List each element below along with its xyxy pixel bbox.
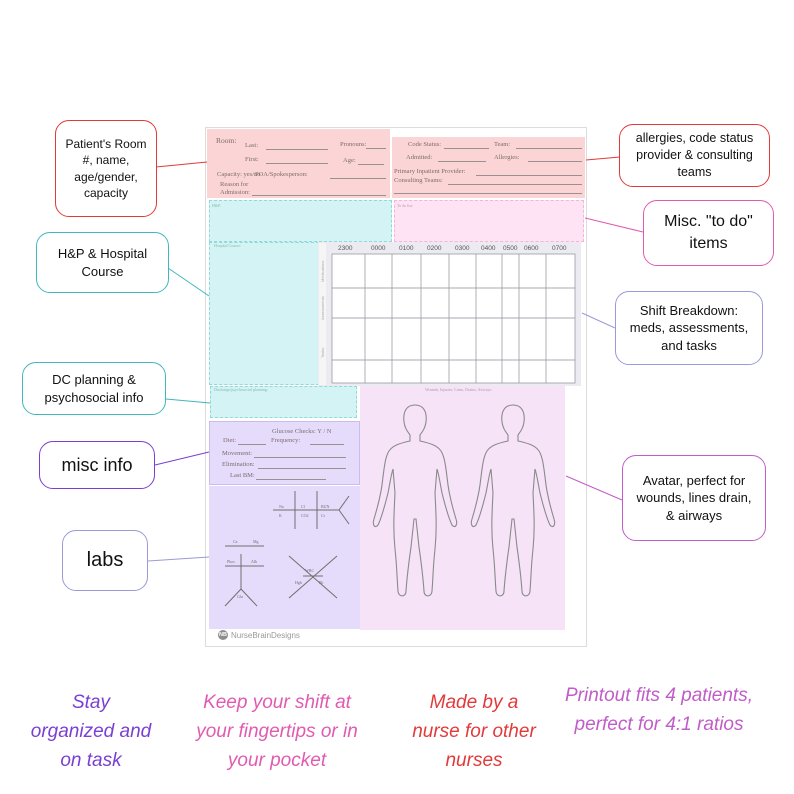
reason-label-1: Reason for (220, 181, 249, 188)
last-bm-label: Last BM: (230, 472, 255, 479)
callout-patient-info: Patient's Room #, name, age/gender, capa… (55, 120, 157, 217)
svg-text:K: K (279, 513, 282, 518)
todo-label: To do list: (397, 203, 414, 208)
time-2300: 2300 (338, 245, 353, 252)
brand: NB NurseBrainDesigns (218, 630, 300, 640)
brand-name: NurseBrainDesigns (231, 630, 300, 640)
callout-dc-planning: DC planning & psychosocial info (22, 362, 166, 415)
body-outline-front-icon (372, 404, 458, 597)
wounds-label: Wounds, Injuries, Lines, Drains, Airways… (425, 387, 493, 392)
svg-text:Mg: Mg (253, 539, 259, 544)
tagline-stay-organized: Stay organized and on task (30, 692, 152, 771)
misc-info-box (209, 421, 360, 485)
todo-box (394, 200, 584, 242)
poa-label: POA/Spokesperson: (255, 171, 308, 178)
dc-planning-box (210, 386, 357, 418)
hpi-label: H&P: (212, 203, 222, 208)
svg-text:BUN: BUN (321, 504, 330, 509)
room-label: Room: (216, 136, 237, 145)
time-0400: 0400 (481, 245, 496, 252)
callout-hp-course: H&P & Hospital Course (36, 232, 169, 293)
svg-text:Plt: Plt (319, 580, 324, 585)
brand-logo-icon: NB (218, 630, 228, 640)
diet-label: Diet: (223, 437, 236, 444)
body-outline-back-icon (470, 404, 556, 597)
svg-text:Na: Na (279, 504, 284, 509)
time-0100: 0100 (399, 245, 414, 252)
svg-text:CO2: CO2 (301, 513, 309, 518)
svg-text:Cl: Cl (301, 504, 306, 509)
code-status-section (392, 137, 585, 198)
callout-shift-breakdown: Shift Breakdown: meds, assessments, and … (615, 291, 763, 365)
svg-text:WBC: WBC (305, 568, 314, 573)
first-name-label: First: (245, 156, 259, 163)
time-0300: 0300 (455, 245, 470, 252)
svg-text:Cr: Cr (321, 513, 326, 518)
age-label: Age: (343, 157, 356, 164)
capacity-label: Capacity: yes/no (217, 171, 261, 178)
frequency-label: Frequency: (271, 437, 301, 444)
code-status-label: Code Status: (408, 141, 442, 148)
sheet-outline (205, 127, 587, 647)
tagline-printout: Printout fits 4 patients, perfect for 4:… (565, 685, 753, 735)
svg-text:Hgb: Hgb (295, 580, 302, 585)
time-0600: 0600 (524, 245, 539, 252)
callout-todo: Misc. "to do" items (643, 200, 774, 266)
callout-allergies: allergies, code status provider & consul… (619, 124, 770, 187)
elimination-label: Elimination: (222, 461, 255, 468)
time-0000: 0000 (371, 245, 386, 252)
pronouns-label: Pronouns: (340, 141, 367, 148)
admitted-label: Admitted: (406, 154, 433, 161)
team-label: Team: (494, 141, 511, 148)
time-0500: 0500 (503, 245, 518, 252)
hospital-course-box (209, 242, 319, 385)
svg-text:Alb: Alb (251, 559, 257, 564)
movement-label: Movement: (222, 450, 252, 457)
primary-provider-label: Primary Inpatient Provider: (394, 168, 466, 175)
reason-label-2: Admission: (220, 189, 250, 196)
hospital-course-label: Hospital Course: (214, 243, 241, 248)
tagline-made-by-nurse: Made by a nurse for other nurses (412, 692, 536, 771)
tagline-fingertips: Keep your shift at your fingertips or in… (196, 692, 358, 771)
last-name-label: Last: (245, 142, 258, 149)
lab-fishbone-icon: Na Cl BUN K CO2 Cr Ca Mg Phos Alb WBC Hgb Plt Gl… (224, 491, 350, 607)
dc-planning-label: Discharge/psychosocial planning: (214, 387, 269, 392)
hpi-box (209, 200, 392, 242)
callout-labs: labs (62, 530, 148, 591)
callout-misc-info: misc info (39, 441, 155, 489)
glucose-label: Glucose Checks: Y / N (272, 428, 332, 435)
svg-text:Phos: Phos (227, 559, 235, 564)
consulting-teams-label: Consulting Teams: (394, 177, 443, 184)
callout-avatar: Avatar, perfect for wounds, lines drain,… (622, 455, 766, 541)
svg-text:Glu: Glu (237, 594, 243, 599)
svg-text:Ca: Ca (233, 539, 238, 544)
allergies-label: Allergies: (494, 154, 520, 161)
time-0700: 0700 (552, 245, 567, 252)
time-0200: 0200 (427, 245, 442, 252)
